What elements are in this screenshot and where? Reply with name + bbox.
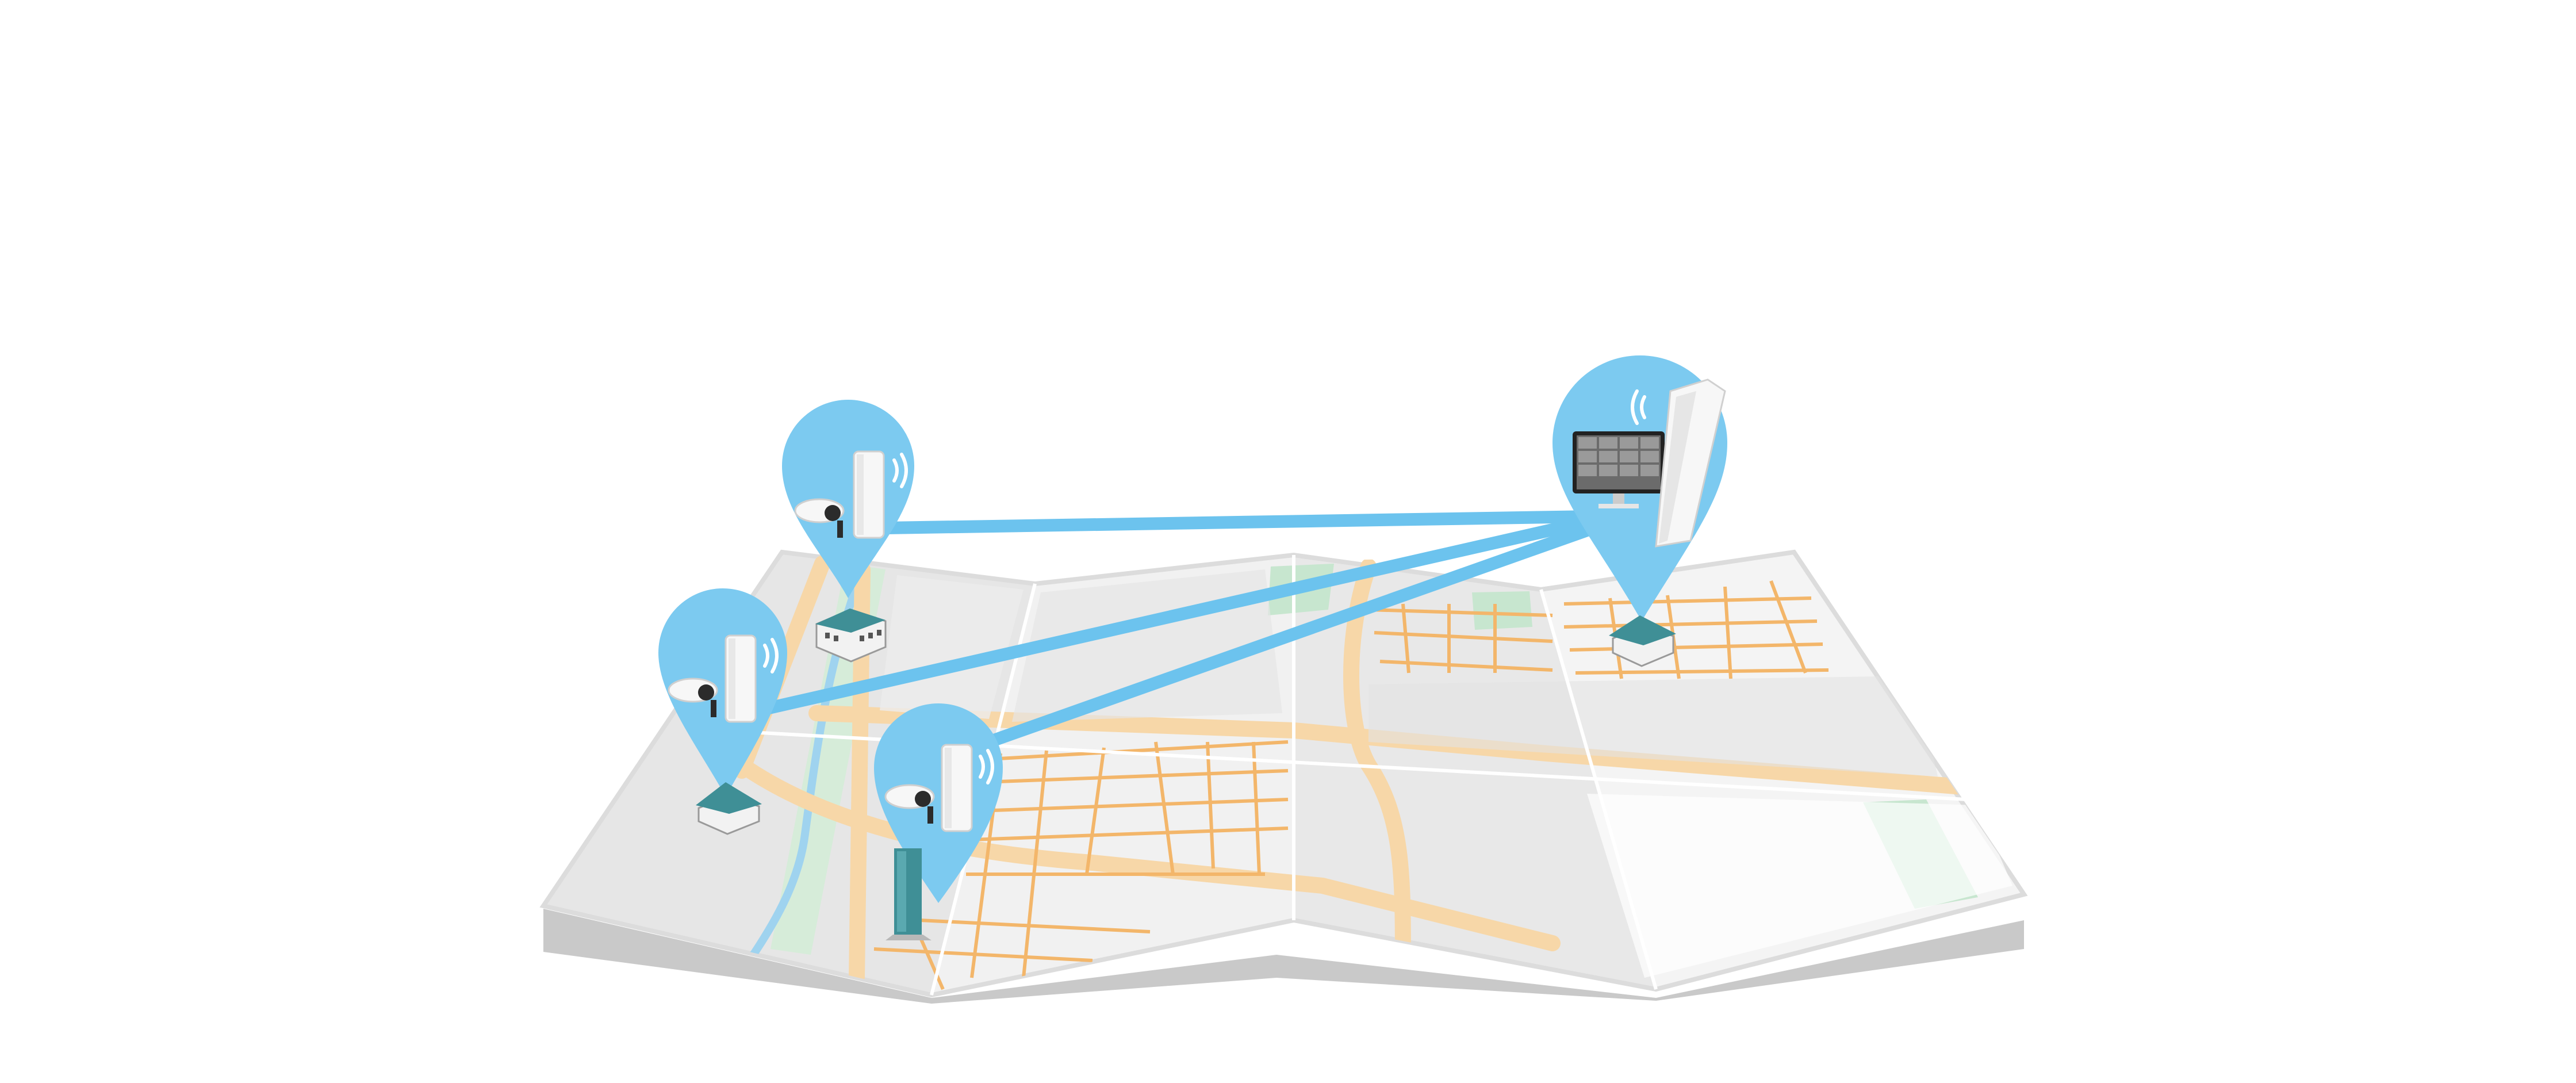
wireless-links <box>753 510 1605 748</box>
link-site2-central <box>753 514 1599 717</box>
tower-building-icon <box>885 848 931 940</box>
base-station-icon <box>1655 378 1726 548</box>
remote-site-2 <box>658 588 787 835</box>
house-icon <box>696 782 762 835</box>
remote-site-1 <box>782 400 914 663</box>
map-block <box>1587 794 2012 978</box>
remote-site-3 <box>874 703 1003 940</box>
minor-roads <box>873 580 1829 990</box>
central-site <box>1552 355 1727 667</box>
wifi-signal-icon <box>763 638 779 673</box>
nvr-monitor-icon <box>1573 431 1665 508</box>
map-block <box>880 575 1023 719</box>
wifi-signal-icon <box>979 749 994 784</box>
house-icon <box>1609 615 1676 667</box>
park-area <box>1472 591 1532 630</box>
wifi-signal-icon <box>892 453 908 488</box>
location-pin <box>782 400 914 598</box>
map-block <box>1368 676 1938 776</box>
bullet-camera-icon <box>884 784 935 824</box>
bullet-camera-icon <box>794 498 845 538</box>
map-border <box>539 549 2028 998</box>
map-shadow <box>543 909 2024 1004</box>
link-site3-central <box>983 520 1605 748</box>
wifi-signal-icon <box>1631 389 1646 425</box>
office-building-icon <box>815 609 887 663</box>
link-site1-central <box>879 510 1599 534</box>
bullet-camera-icon <box>668 678 718 717</box>
